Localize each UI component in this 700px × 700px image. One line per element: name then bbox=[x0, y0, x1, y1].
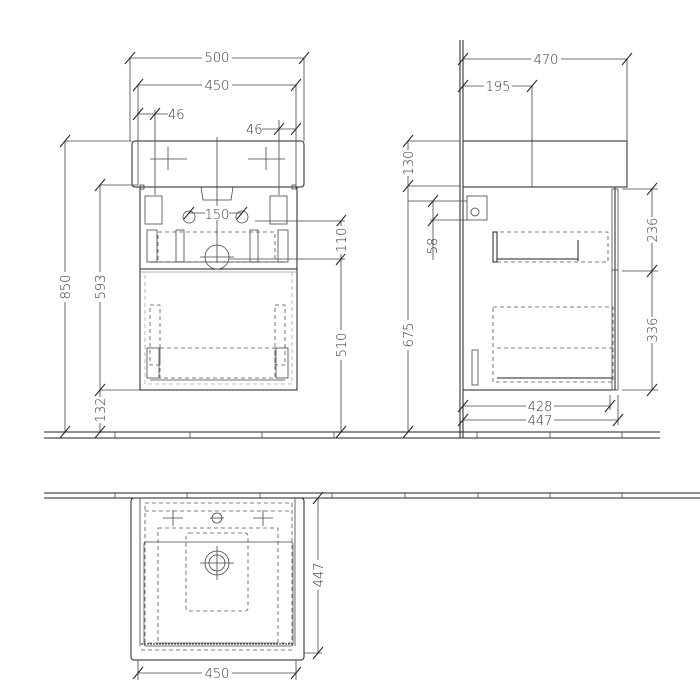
dim-447-side-label: 447 bbox=[528, 414, 553, 429]
dim-130-label: 130 bbox=[402, 151, 417, 176]
dim-470-label: 470 bbox=[534, 53, 559, 68]
dim-336-label: 336 bbox=[646, 318, 661, 343]
plan-view: 447 450 bbox=[44, 491, 700, 682]
dim-left-tap: 46 bbox=[132, 107, 185, 195]
dim-plan-depth: 447 bbox=[304, 491, 327, 660]
dim-bracket-offset: 58 bbox=[408, 194, 467, 260]
dim-46-left-label: 46 bbox=[168, 108, 185, 123]
dim-plan-width: 450 bbox=[132, 660, 302, 682]
dim-850-label: 850 bbox=[59, 275, 74, 300]
dim-total-height: 850 bbox=[58, 134, 132, 439]
dim-450-label: 450 bbox=[205, 79, 230, 94]
dim-overall-width: 500 bbox=[124, 49, 310, 141]
cabinet-side bbox=[462, 186, 619, 391]
dim-46-right-label: 46 bbox=[246, 123, 263, 138]
dim-450-plan-label: 450 bbox=[205, 667, 230, 682]
dim-510-label: 510 bbox=[335, 333, 350, 358]
basin-side bbox=[462, 139, 628, 188]
dim-drain-offset: 110 510 bbox=[229, 214, 350, 439]
dim-floor-to-top: 675 bbox=[401, 320, 417, 439]
dim-cabinet-width: 450 bbox=[132, 77, 302, 185]
dim-593-label: 593 bbox=[94, 275, 109, 300]
dim-drawer-heights: 236 336 bbox=[622, 182, 661, 397]
dim-tap-center: 195 bbox=[457, 79, 538, 141]
dim-58-label: 58 bbox=[426, 238, 441, 255]
side-view: 470 195 130 58 bbox=[400, 40, 661, 439]
dim-basin-depth: 470 bbox=[457, 51, 633, 141]
dim-plinth-height: 132 bbox=[93, 397, 109, 439]
dim-cabinet-height: 593 bbox=[93, 178, 140, 432]
dim-428-label: 428 bbox=[528, 400, 553, 415]
dim-150-label: 150 bbox=[205, 208, 230, 223]
dim-depths: 428 447 bbox=[457, 395, 624, 429]
cabinet-front bbox=[139, 184, 298, 391]
dim-675-label: 675 bbox=[402, 323, 417, 348]
wall-line-plan bbox=[44, 492, 700, 499]
dim-500-label: 500 bbox=[205, 51, 230, 66]
dim-110-label: 110 bbox=[335, 228, 350, 253]
cabinet-plan bbox=[130, 497, 305, 661]
dim-right-tap: 46 bbox=[246, 120, 302, 195]
dim-basin-height: 130 bbox=[401, 134, 460, 432]
dim-236-label: 236 bbox=[646, 218, 661, 243]
front-view: 500 450 46 46 bbox=[44, 49, 400, 439]
dim-447-plan-label: 447 bbox=[312, 563, 327, 588]
dim-pipe-spacing: 150 bbox=[183, 206, 248, 223]
dim-132-label: 132 bbox=[94, 398, 109, 423]
dim-195-label: 195 bbox=[486, 80, 511, 95]
floor-line-side bbox=[400, 431, 660, 439]
